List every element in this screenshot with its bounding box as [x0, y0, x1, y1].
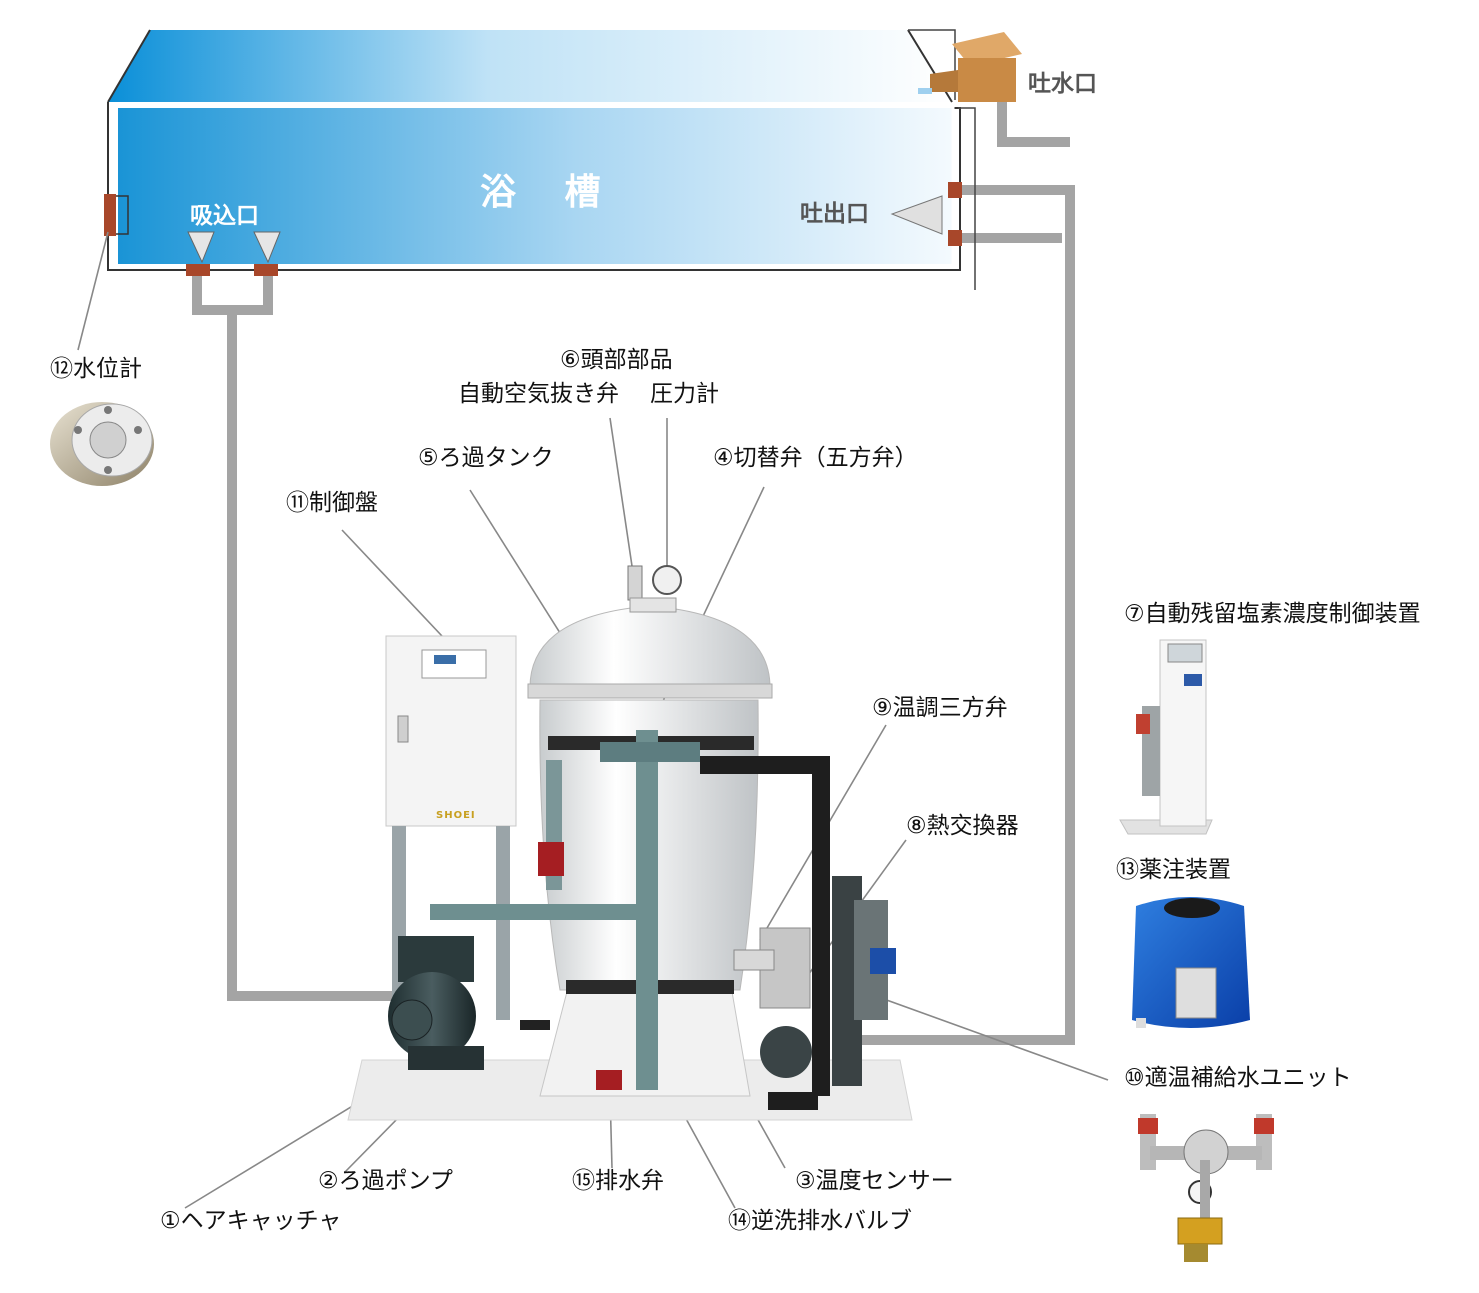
chemical-injector — [1132, 897, 1250, 1028]
label-pump: ②ろ過ポンプ — [318, 1168, 453, 1194]
panel-brand: SHOEI — [436, 810, 476, 821]
suction-port-1 — [186, 264, 210, 276]
label-filter-tank: ⑤ろ過タンク — [418, 445, 554, 471]
suction-arrow-1 — [187, 231, 215, 264]
suction-port-2 — [254, 264, 278, 276]
return-pipe — [860, 185, 1075, 1045]
label-pressure-gauge: 圧力計 — [650, 381, 719, 407]
label-chlorine-controller: ⑦自動残留塩素濃度制御装置 — [1124, 601, 1421, 627]
label-level-gauge: ⑫水位計 — [50, 356, 142, 382]
heat-exchanger — [733, 876, 896, 1086]
label-head-parts: ⑥頭部部品 — [560, 347, 673, 373]
spout-box — [918, 32, 1022, 102]
bath-tank — [104, 29, 976, 290]
label-hair-catcher: ①ヘアキャッチャ — [160, 1208, 342, 1234]
discharge-label: 吐出口 — [800, 201, 869, 227]
label-mixing-unit: ⑩適温補給水ユニット — [1124, 1065, 1352, 1091]
label-control-panel: ⑪制御盤 — [286, 490, 378, 516]
control-panel — [385, 635, 517, 1020]
label-backwash-valve: ⑭逆洗排水バルブ — [728, 1208, 912, 1234]
bath-title: 浴 槽 — [480, 172, 619, 213]
suction-pipe — [192, 268, 392, 1001]
suction-arrow-2 — [253, 231, 281, 264]
chlorine-controller — [1119, 639, 1213, 835]
discharge-arrow — [890, 195, 943, 235]
bath-water-surface — [108, 30, 952, 102]
mixing-water-unit — [1138, 1114, 1274, 1262]
discharge-port-2 — [948, 230, 962, 246]
spout-label: 吐水口 — [1028, 71, 1097, 97]
skid-piping — [430, 730, 830, 1110]
label-switching-valve: ④切替弁（五方弁） — [713, 445, 918, 471]
label-chemical-injector: ⑬薬注装置 — [1116, 857, 1231, 883]
piping — [192, 100, 1075, 1045]
water-level-gauge — [50, 402, 154, 486]
label-temp-sensor: ③温度センサー — [795, 1168, 954, 1194]
label-air-vent-valve: 自動空気抜き弁 — [458, 381, 619, 407]
filtration-pump — [388, 936, 484, 1070]
discharge-port-1 — [948, 182, 962, 198]
label-heat-exchanger: ⑧熱交換器 — [906, 813, 1019, 839]
suction-label: 吸込口 — [190, 203, 259, 229]
spout-pipe — [997, 100, 1070, 147]
label-three-way-valve: ⑨温調三方弁 — [872, 695, 1008, 721]
level-sensor-port — [104, 194, 116, 236]
label-drain-valve: ⑮排水弁 — [572, 1168, 664, 1194]
